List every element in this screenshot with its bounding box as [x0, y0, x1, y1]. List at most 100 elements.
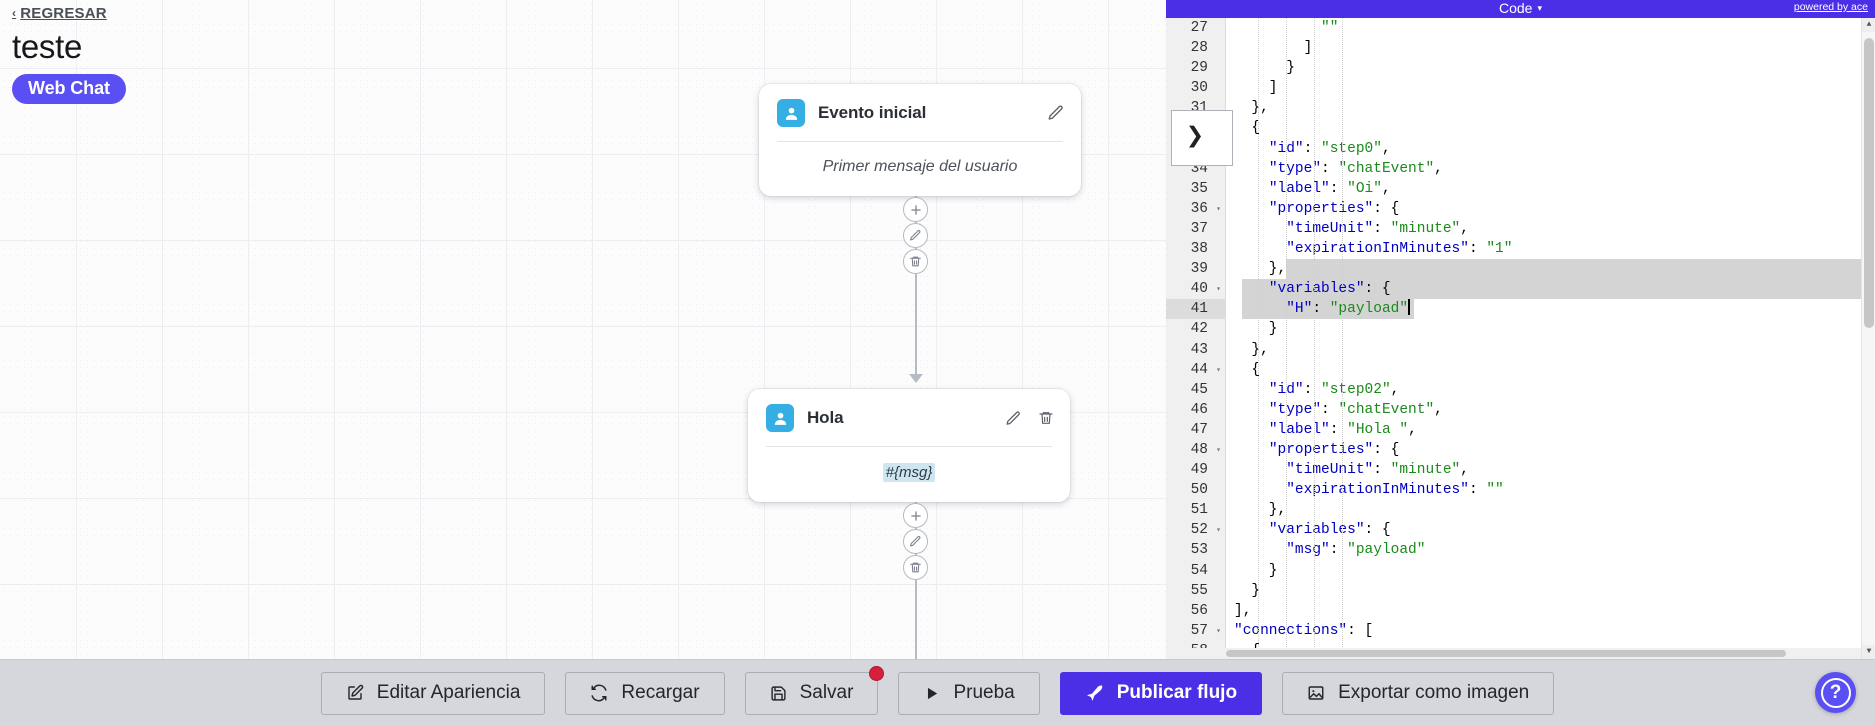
code-content[interactable]: "" ] } ] }, { "id": "step0", "type": "ch… — [1226, 18, 1861, 659]
gutter-line-number[interactable]: 49 — [1190, 462, 1208, 479]
pencil-icon[interactable] — [1005, 410, 1022, 427]
recargar-button[interactable]: Recargar — [565, 671, 725, 715]
gutter-line-number[interactable]: 43 — [1190, 341, 1208, 358]
code-line[interactable]: "" — [1321, 20, 1339, 36]
gutter-line-number[interactable]: 48▾ — [1166, 440, 1225, 460]
delete-node-button[interactable] — [903, 249, 928, 274]
code-line[interactable]: "H": "payload" — [1286, 299, 1410, 318]
trash-icon[interactable] — [1038, 410, 1054, 426]
powered-by-link[interactable]: powered by ace — [1793, 1, 1868, 13]
flow-node-evento-inicial[interactable]: Evento inicial Primer mensaje del usuari… — [759, 84, 1081, 196]
code-line[interactable]: "properties": { — [1268, 441, 1400, 458]
code-line[interactable]: { — [1234, 120, 1261, 137]
code-fold-widget[interactable]: ❯ — [1171, 110, 1233, 166]
fold-toggle-icon[interactable]: ▾ — [1216, 285, 1221, 295]
fold-toggle-icon[interactable]: ▾ — [1216, 204, 1221, 214]
code-line[interactable]: "label": "Oi", — [1268, 180, 1391, 197]
gutter-line-number[interactable]: 39 — [1190, 261, 1208, 278]
code-line[interactable]: "variables": { — [1268, 522, 1391, 539]
gutter-line-number[interactable]: 56 — [1190, 602, 1208, 619]
code-line[interactable]: "connections": [ — [1234, 622, 1374, 639]
node-body[interactable]: Primer mensaje del usuario — [759, 142, 1081, 196]
gutter-line-number[interactable]: 55 — [1190, 582, 1208, 599]
gutter-line-number[interactable]: 28 — [1190, 40, 1208, 57]
fold-toggle-icon[interactable]: ▾ — [1216, 445, 1221, 455]
flow-canvas[interactable]: ‹ REGRESAR teste Web Chat Evento inicial — [0, 0, 1166, 659]
edit-node-button[interactable] — [903, 529, 928, 554]
scrollbar-thumb[interactable] — [1864, 38, 1874, 328]
code-line[interactable]: "expirationInMinutes": "" — [1286, 482, 1504, 499]
salvar-button[interactable]: Salvar — [744, 665, 885, 715]
pencil-icon[interactable] — [1047, 104, 1065, 122]
gutter-line-number[interactable]: 41 — [1166, 299, 1225, 320]
code-line[interactable]: "timeUnit": "minute", — [1286, 462, 1469, 479]
code-panel-title[interactable]: Code ▾ — [1499, 0, 1542, 16]
scroll-down-icon[interactable]: ▼ — [1862, 645, 1875, 659]
code-editor[interactable]: 272829303132▾33343536▾37383940▾41424344▾… — [1166, 18, 1875, 659]
node-header: Evento inicial — [759, 84, 1081, 141]
code-horizontal-scrollbar[interactable] — [1166, 648, 1861, 659]
code-panel-titlebar[interactable]: Code ▾ powered by ace — [1166, 0, 1875, 18]
code-line[interactable]: "expirationInMinutes": "1" — [1286, 241, 1513, 258]
gutter-line-number[interactable]: 54 — [1190, 562, 1208, 579]
gutter-line-number[interactable]: 46 — [1190, 401, 1208, 418]
prueba-button[interactable]: Prueba — [898, 671, 1040, 715]
gutter-line-number[interactable]: 38 — [1190, 241, 1208, 258]
gutter-line-number[interactable]: 40▾ — [1166, 279, 1225, 299]
gutter-line-number[interactable]: 35 — [1190, 180, 1208, 197]
code-line[interactable]: }, — [1234, 100, 1269, 117]
code-line[interactable]: "id": "step0", — [1268, 140, 1391, 157]
gutter-line-number[interactable]: 37 — [1190, 220, 1208, 237]
gutter-line-number[interactable]: 47 — [1190, 421, 1208, 438]
exportar-imagen-button[interactable]: Exportar como imagen — [1282, 671, 1555, 715]
fold-toggle-icon[interactable]: ▾ — [1216, 626, 1221, 636]
gutter-line-number[interactable]: 36▾ — [1166, 199, 1225, 219]
gutter-line-number[interactable]: 50 — [1190, 482, 1208, 499]
editar-apariencia-button[interactable]: Editar Apariencia — [320, 671, 546, 715]
scrollbar-thumb[interactable] — [1226, 650, 1786, 657]
fold-toggle-icon[interactable]: ▾ — [1216, 365, 1221, 375]
scroll-up-icon[interactable]: ▲ — [1862, 18, 1875, 32]
code-line[interactable]: } — [1234, 562, 1278, 579]
code-line[interactable]: } — [1234, 582, 1261, 599]
code-line[interactable]: } — [1234, 60, 1295, 77]
gutter-line-number[interactable]: 52▾ — [1166, 520, 1225, 540]
back-link[interactable]: ‹ REGRESAR — [12, 5, 107, 22]
code-line[interactable]: { — [1234, 361, 1261, 378]
gutter-line-number[interactable]: 57▾ — [1166, 621, 1225, 641]
code-line[interactable]: "variables": { — [1268, 281, 1391, 298]
code-line[interactable]: "type": "chatEvent", — [1268, 160, 1443, 177]
gutter-line-number[interactable]: 51 — [1190, 502, 1208, 519]
gutter-line-number[interactable]: 53 — [1190, 542, 1208, 559]
gutter-line-number[interactable]: 42 — [1190, 321, 1208, 338]
edit-node-button[interactable] — [903, 223, 928, 248]
add-node-button[interactable] — [903, 197, 928, 222]
publicar-flujo-button[interactable]: Publicar flujo — [1059, 671, 1263, 715]
gutter-line-number[interactable]: 29 — [1190, 60, 1208, 77]
help-button[interactable]: ? — [1815, 672, 1856, 713]
code-line[interactable]: ] — [1234, 40, 1313, 57]
gutter-line-number[interactable]: 30 — [1190, 80, 1208, 97]
code-line[interactable]: }, — [1234, 261, 1287, 278]
code-line[interactable]: }, — [1234, 502, 1287, 519]
gutter-line-number[interactable]: 27 — [1190, 20, 1208, 36]
code-vertical-scrollbar[interactable]: ▲ ▼ — [1861, 18, 1875, 659]
code-line[interactable]: ] — [1234, 80, 1278, 97]
code-line[interactable]: "id": "step02", — [1268, 381, 1400, 398]
code-line[interactable]: } — [1234, 321, 1278, 338]
code-line[interactable]: ], — [1234, 602, 1252, 619]
code-line[interactable]: }, — [1234, 341, 1269, 358]
code-line[interactable]: "type": "chatEvent", — [1268, 401, 1443, 418]
code-line[interactable]: "timeUnit": "minute", — [1286, 220, 1469, 237]
add-node-button[interactable] — [903, 503, 928, 528]
node-body[interactable]: #{msg} — [748, 447, 1070, 502]
code-line[interactable]: "properties": { — [1268, 200, 1400, 217]
code-editor-panel[interactable]: Code ▾ powered by ace 272829303132▾33343… — [1166, 0, 1875, 659]
fold-toggle-icon[interactable]: ▾ — [1216, 526, 1221, 536]
code-line[interactable]: "msg": "payload" — [1286, 542, 1426, 559]
gutter-line-number[interactable]: 44▾ — [1166, 360, 1225, 380]
code-line[interactable]: "label": "Hola ", — [1268, 421, 1417, 438]
delete-node-button[interactable] — [903, 555, 928, 580]
flow-node-hola[interactable]: Hola #{msg} — [748, 389, 1070, 502]
gutter-line-number[interactable]: 45 — [1190, 381, 1208, 398]
